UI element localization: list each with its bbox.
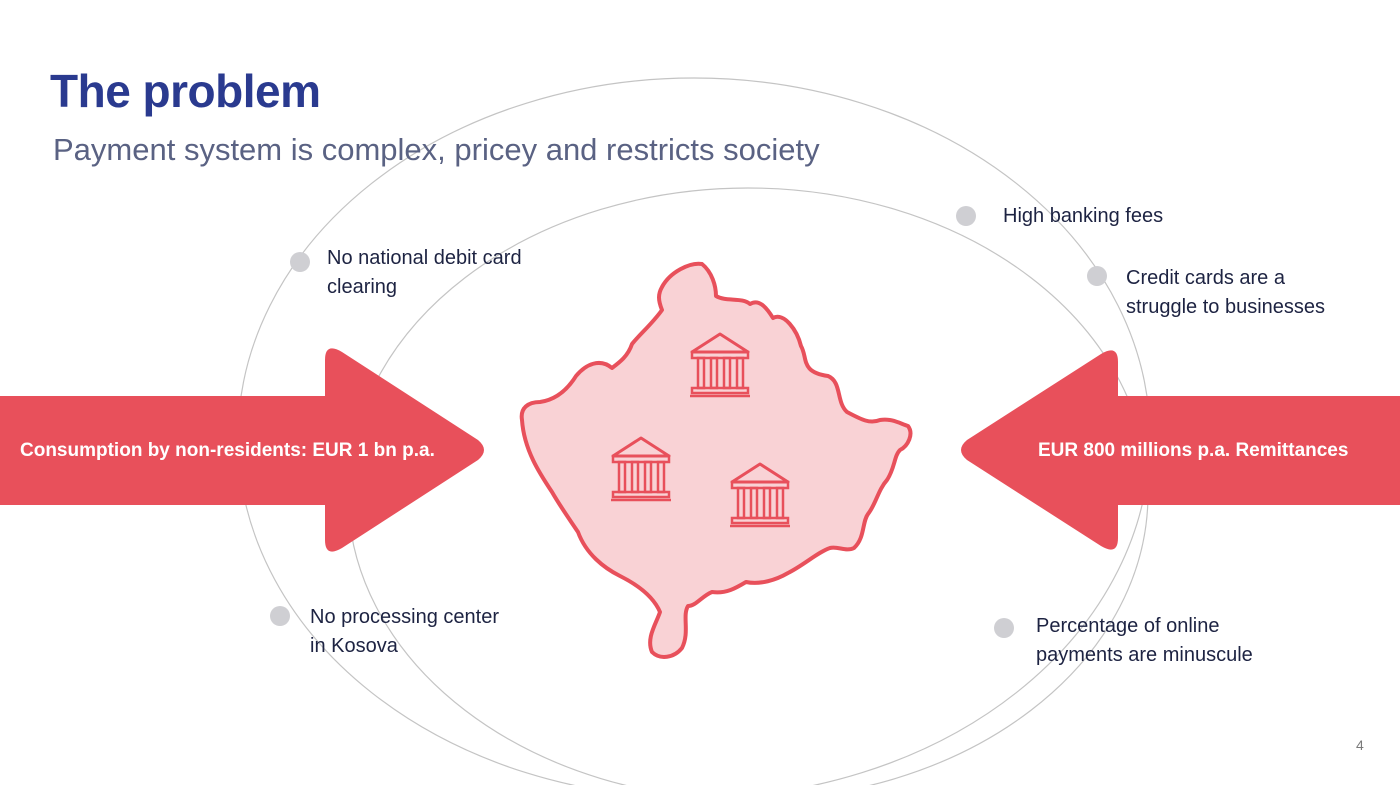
- point-online-payments: Percentage of online payments are minusc…: [1036, 615, 1253, 666]
- point-processing-center: No processing center in Kosova: [310, 606, 499, 657]
- page-number: 4: [1356, 737, 1364, 753]
- right-arrow-label: EUR 800 millions p.a. Remittances: [1038, 440, 1349, 461]
- bullet-dot: [994, 618, 1014, 638]
- bullet-dot: [290, 252, 310, 272]
- point-credit-cards: Credit cards are a struggle to businesse…: [1126, 267, 1326, 318]
- bullet-dot: [956, 206, 976, 226]
- page-title: The problem: [50, 65, 321, 117]
- point-debit-card-clearing: No national debit card clearing: [327, 247, 522, 298]
- right-arrow: [961, 350, 1400, 550]
- left-arrow-label: Consumption by non-residents: EUR 1 bn p…: [20, 440, 435, 461]
- bullet-dot: [1087, 266, 1107, 286]
- kosovo-map: [519, 261, 913, 659]
- point-banking-fees: High banking fees: [1003, 205, 1164, 227]
- bullet-dot: [270, 606, 290, 626]
- left-arrow: [0, 348, 484, 552]
- page-subtitle: Payment system is complex, pricey and re…: [53, 132, 820, 167]
